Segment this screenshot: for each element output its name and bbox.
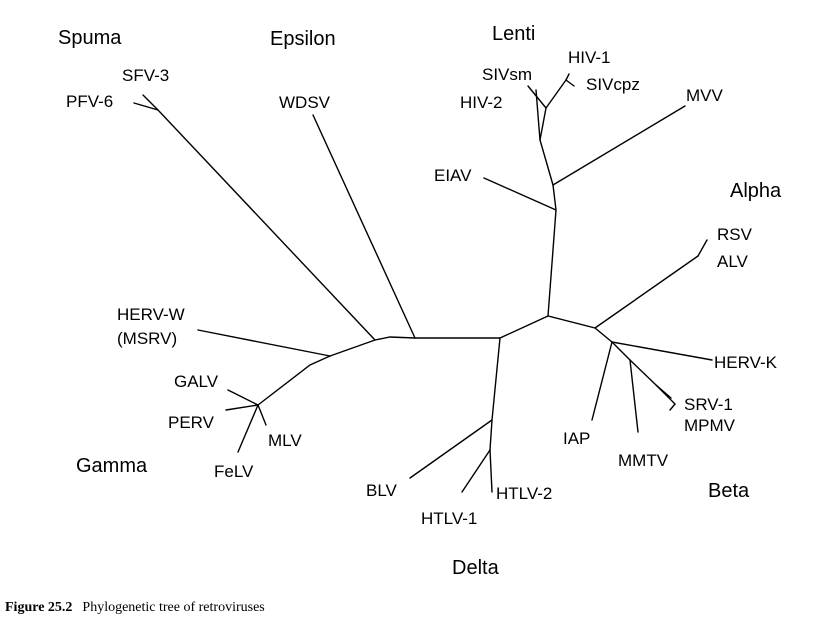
leaf-label-wdsv: WDSV [279, 93, 331, 112]
branch-mmtv [629, 359, 639, 433]
branch-mpmv [669, 403, 676, 411]
leaf-label-pfv6: PFV-6 [66, 92, 113, 111]
group-label-spuma: Spuma [58, 27, 122, 49]
leaf-label-herv-w: HERV-W [117, 305, 185, 324]
branch-alpha [594, 255, 699, 329]
branch-spuma [157, 109, 376, 341]
branch-gamma [257, 355, 331, 406]
branch-mlv [257, 404, 267, 426]
leaf-label-sivsm: SIVsm [482, 65, 532, 84]
branch-htlv2 [489, 449, 493, 493]
group-labels: Spuma Epsilon Lenti Alpha Gamma Beta Del… [58, 23, 782, 579]
branch-beta [611, 341, 676, 405]
group-label-epsilon: Epsilon [270, 28, 336, 50]
branch-felv [237, 404, 259, 453]
figure-caption: Figure 25.2 Phylogenetic tree of retrovir… [5, 600, 265, 616]
leaf-label-htlv1: HTLV-1 [421, 509, 477, 528]
group-label-lenti: Lenti [492, 23, 535, 45]
leaf-label-htlv2: HTLV-2 [496, 484, 552, 503]
leaf-label-eiav: EIAV [434, 166, 472, 185]
branch-siv-hiv1 [545, 79, 567, 109]
leaf-label-galv: GALV [174, 372, 219, 391]
group-label-beta: Beta [708, 480, 750, 502]
leaf-label-sfv3: SFV-3 [122, 66, 169, 85]
branch-lenti-stem [547, 184, 557, 317]
branch-htlv1 [461, 449, 491, 493]
leaf-label-felv: FeLV [214, 462, 254, 481]
leaf-label-mpmv: MPMV [684, 416, 736, 435]
branch-pfv6 [133, 102, 159, 111]
branch-sivsm [527, 85, 547, 109]
branch-hiv2 [535, 89, 541, 141]
branch-sfv3 [142, 94, 159, 111]
branch-rsv [697, 239, 708, 257]
leaf-label-hiv2: HIV-2 [460, 93, 503, 112]
branch-iap [591, 341, 613, 421]
branch-eiav [483, 177, 557, 211]
leaf-label-mlv: MLV [268, 431, 302, 450]
branch-wdsv [312, 114, 416, 339]
leaf-label-perv: PERV [168, 413, 215, 432]
branch-hiv1 [565, 73, 570, 81]
figure-caption-text: Phylogenetic tree of retroviruses [82, 600, 265, 615]
leaf-label-mvv: MVV [686, 86, 724, 105]
branch-sivcpz [565, 79, 575, 87]
leaf-label-mmtv: MMTV [618, 451, 669, 470]
group-label-delta: Delta [452, 557, 500, 579]
branch-galv [227, 389, 259, 406]
tree-branches [133, 73, 713, 493]
branch-perv [225, 404, 259, 411]
leaf-label-sivcpz: SIVcpz [586, 75, 640, 94]
branch-herv-k [611, 341, 713, 361]
leaf-label-rsv: RSV [717, 225, 753, 244]
leaf-label-blv: BLV [366, 481, 398, 500]
leaf-label-alv: ALV [717, 252, 749, 271]
leaf-label-msrv: (MSRV) [117, 329, 177, 348]
branch-srv1 [655, 384, 672, 399]
group-label-alpha: Alpha [730, 180, 782, 202]
branch-primate-lenti [539, 107, 554, 186]
leaf-labels: SFV-3 PFV-6 WDSV HIV-1 SIVsm SIVcpz HIV-… [66, 48, 778, 528]
leaf-label-iap: IAP [563, 429, 590, 448]
figure-number: Figure 25.2 [5, 600, 73, 615]
leaf-label-hiv1: HIV-1 [568, 48, 611, 67]
branch-mvv [552, 105, 686, 186]
branch-herv-w [197, 329, 331, 357]
leaf-label-srv1: SRV-1 [684, 395, 733, 414]
leaf-label-herv-k: HERV-K [714, 353, 778, 372]
branch-backbone [329, 315, 613, 357]
branch-blv [409, 419, 493, 479]
branch-delta [489, 337, 501, 451]
group-label-gamma: Gamma [76, 455, 148, 477]
